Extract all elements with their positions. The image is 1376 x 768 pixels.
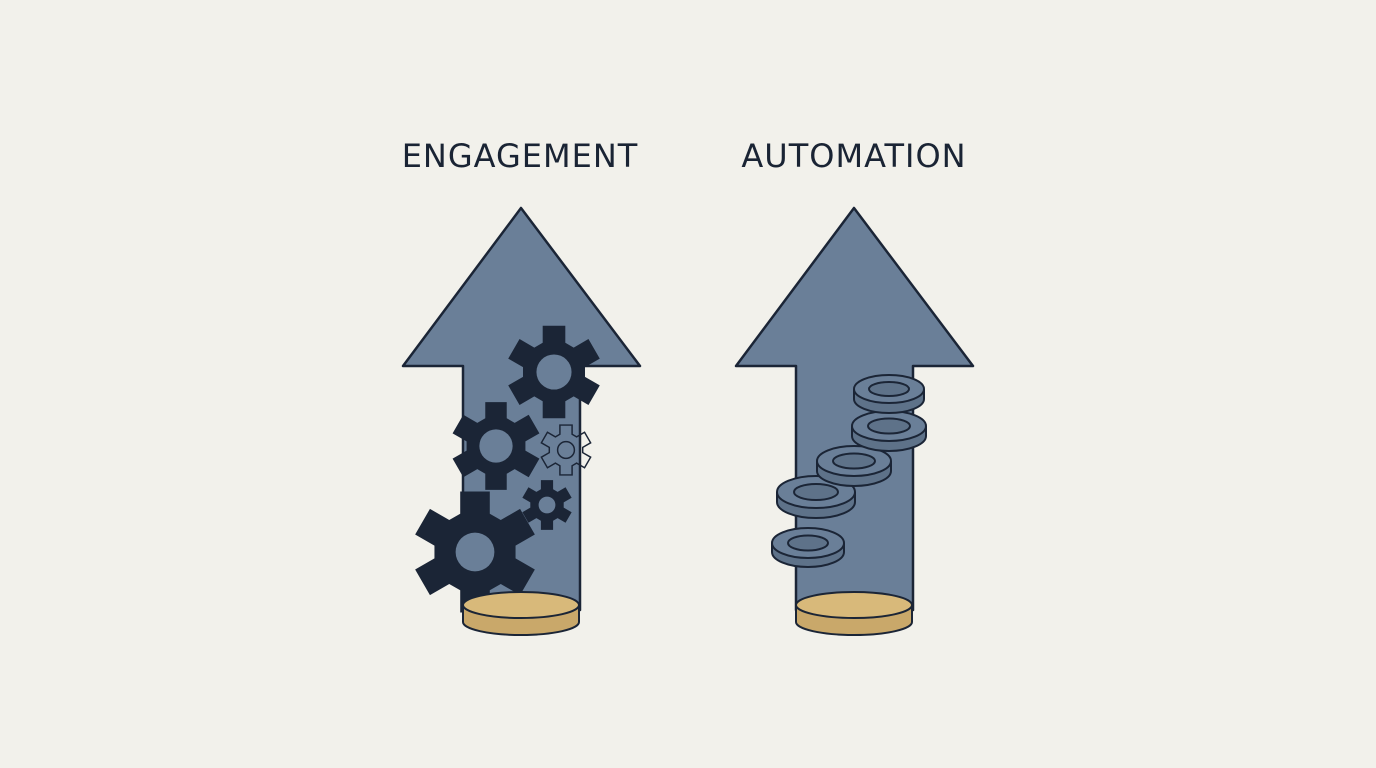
stacked-rings-icon — [771, 374, 927, 568]
top-gear-icon — [508, 325, 600, 419]
outline-gear-icon — [540, 424, 592, 476]
automation-title: AUTOMATION — [741, 137, 967, 175]
middle-gear-icon — [452, 402, 540, 490]
small-gear-icon — [522, 480, 572, 530]
large-gear-icon — [415, 491, 535, 613]
ring-icon — [816, 445, 892, 487]
ring-icon — [853, 374, 925, 414]
engagement-title: ENGAGEMENT — [401, 137, 639, 175]
ring-icon — [771, 527, 845, 568]
automation-coin-icon — [795, 591, 913, 636]
gears-icon — [415, 325, 600, 613]
engagement-coin-icon — [462, 591, 580, 636]
ring-icon — [851, 410, 927, 452]
